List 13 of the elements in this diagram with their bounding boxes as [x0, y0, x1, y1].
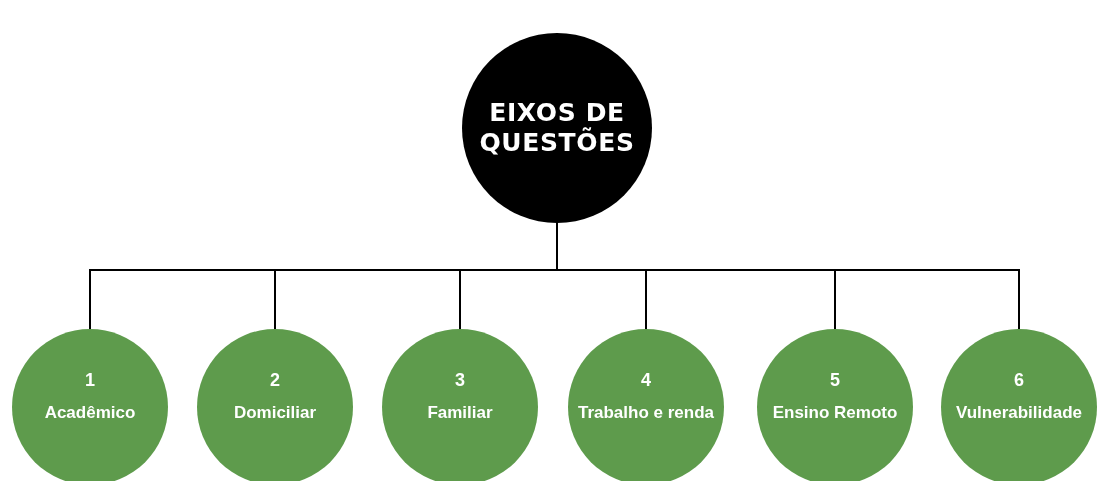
topic-label: Trabalho e renda	[577, 403, 714, 422]
topic-label: Acadêmico	[44, 403, 136, 422]
topic-label: Domiciliar	[233, 403, 317, 422]
topic-number: 2	[270, 369, 280, 391]
root-title: EIXOS DE QUESTÕES	[478, 98, 636, 158]
topic-number: 1	[85, 369, 95, 391]
topic-label: Vulnerabilidade	[956, 403, 1082, 422]
topic-number: 5	[830, 369, 840, 391]
topic-label: Ensino Remoto	[772, 403, 898, 422]
topic-number: 3	[455, 369, 465, 391]
topic-number: 4	[641, 369, 651, 391]
topic-number: 6	[1014, 369, 1024, 391]
topic-label: Familiar	[427, 403, 493, 422]
